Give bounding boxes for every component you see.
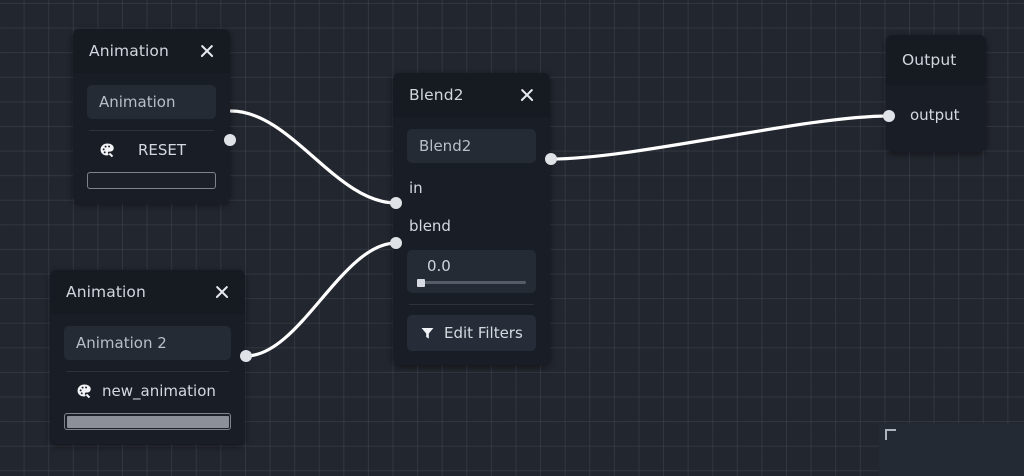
animation2-track-row[interactable]: new_animation [64, 382, 231, 400]
palette-icon [77, 384, 91, 398]
node-body: Animation RESET [73, 73, 230, 203]
blend2-name-field[interactable]: Blend2 [407, 129, 536, 163]
node-animation-2[interactable]: Animation Animation 2 new_animation [50, 270, 252, 444]
blend-slider-handle[interactable] [417, 278, 425, 287]
port-output-in[interactable] [883, 110, 895, 122]
animation-progress-bar[interactable] [87, 172, 216, 189]
animation2-progress-fill [66, 415, 229, 428]
animation-track-label: RESET [138, 141, 187, 159]
port-animation2-output[interactable] [240, 350, 252, 362]
bottom-right-panel[interactable] [879, 423, 1024, 476]
node-output[interactable]: Output output [883, 35, 986, 152]
port-blend2-output[interactable] [545, 153, 557, 165]
output-port-label: output [910, 106, 960, 124]
edit-filters-label: Edit Filters [444, 324, 523, 342]
animation-track-row[interactable]: RESET [87, 141, 216, 159]
node-titlebar[interactable]: Animation [50, 270, 245, 314]
divider [66, 371, 229, 372]
close-icon[interactable] [518, 86, 536, 104]
node-title: Animation [89, 42, 169, 60]
wire-animation1-to-blend2-in [229, 109, 398, 205]
blend2-input-in-label: in [409, 179, 423, 197]
node-body: Blend2 in blend 0.0 Edit Filters [393, 117, 550, 365]
close-icon[interactable] [198, 42, 216, 60]
edit-filters-button[interactable]: Edit Filters [407, 315, 536, 351]
blend-slider-track[interactable] [417, 278, 526, 287]
node-body: Animation 2 new_animation [50, 314, 245, 444]
animation-name-field[interactable]: Animation [87, 85, 216, 119]
divider [409, 304, 534, 305]
blend-slider-value: 0.0 [427, 257, 451, 275]
node-title: Output [902, 51, 957, 69]
node-body: output [886, 85, 986, 145]
wire-blend2-to-output [549, 114, 891, 161]
divider [89, 130, 214, 131]
port-blend2-in[interactable] [390, 197, 402, 209]
node-title: Blend2 [409, 86, 464, 104]
node-titlebar[interactable]: Output [886, 35, 986, 85]
animation2-track-label: new_animation [102, 382, 216, 400]
node-titlebar[interactable]: Animation [73, 29, 230, 73]
resize-corner-icon[interactable] [885, 429, 896, 440]
port-blend2-blend[interactable] [390, 237, 402, 249]
node-title: Animation [66, 283, 146, 301]
blend2-input-blend-label: blend [409, 217, 451, 235]
node-blend2[interactable]: Blend2 Blend2 in blend 0.0 Edit Filters [390, 73, 557, 365]
funnel-icon [421, 327, 434, 339]
close-icon[interactable] [213, 283, 231, 301]
node-animation-1[interactable]: Animation Animation RESET [73, 29, 236, 203]
animation2-name-field[interactable]: Animation 2 [64, 326, 231, 360]
port-animation1-output[interactable] [224, 134, 236, 146]
animation2-progress-bar[interactable] [64, 413, 231, 430]
blend-slider[interactable]: 0.0 [407, 250, 536, 293]
wire-animation2-to-blend2-blend [244, 241, 398, 358]
node-titlebar[interactable]: Blend2 [393, 73, 550, 117]
palette-icon [100, 143, 114, 157]
